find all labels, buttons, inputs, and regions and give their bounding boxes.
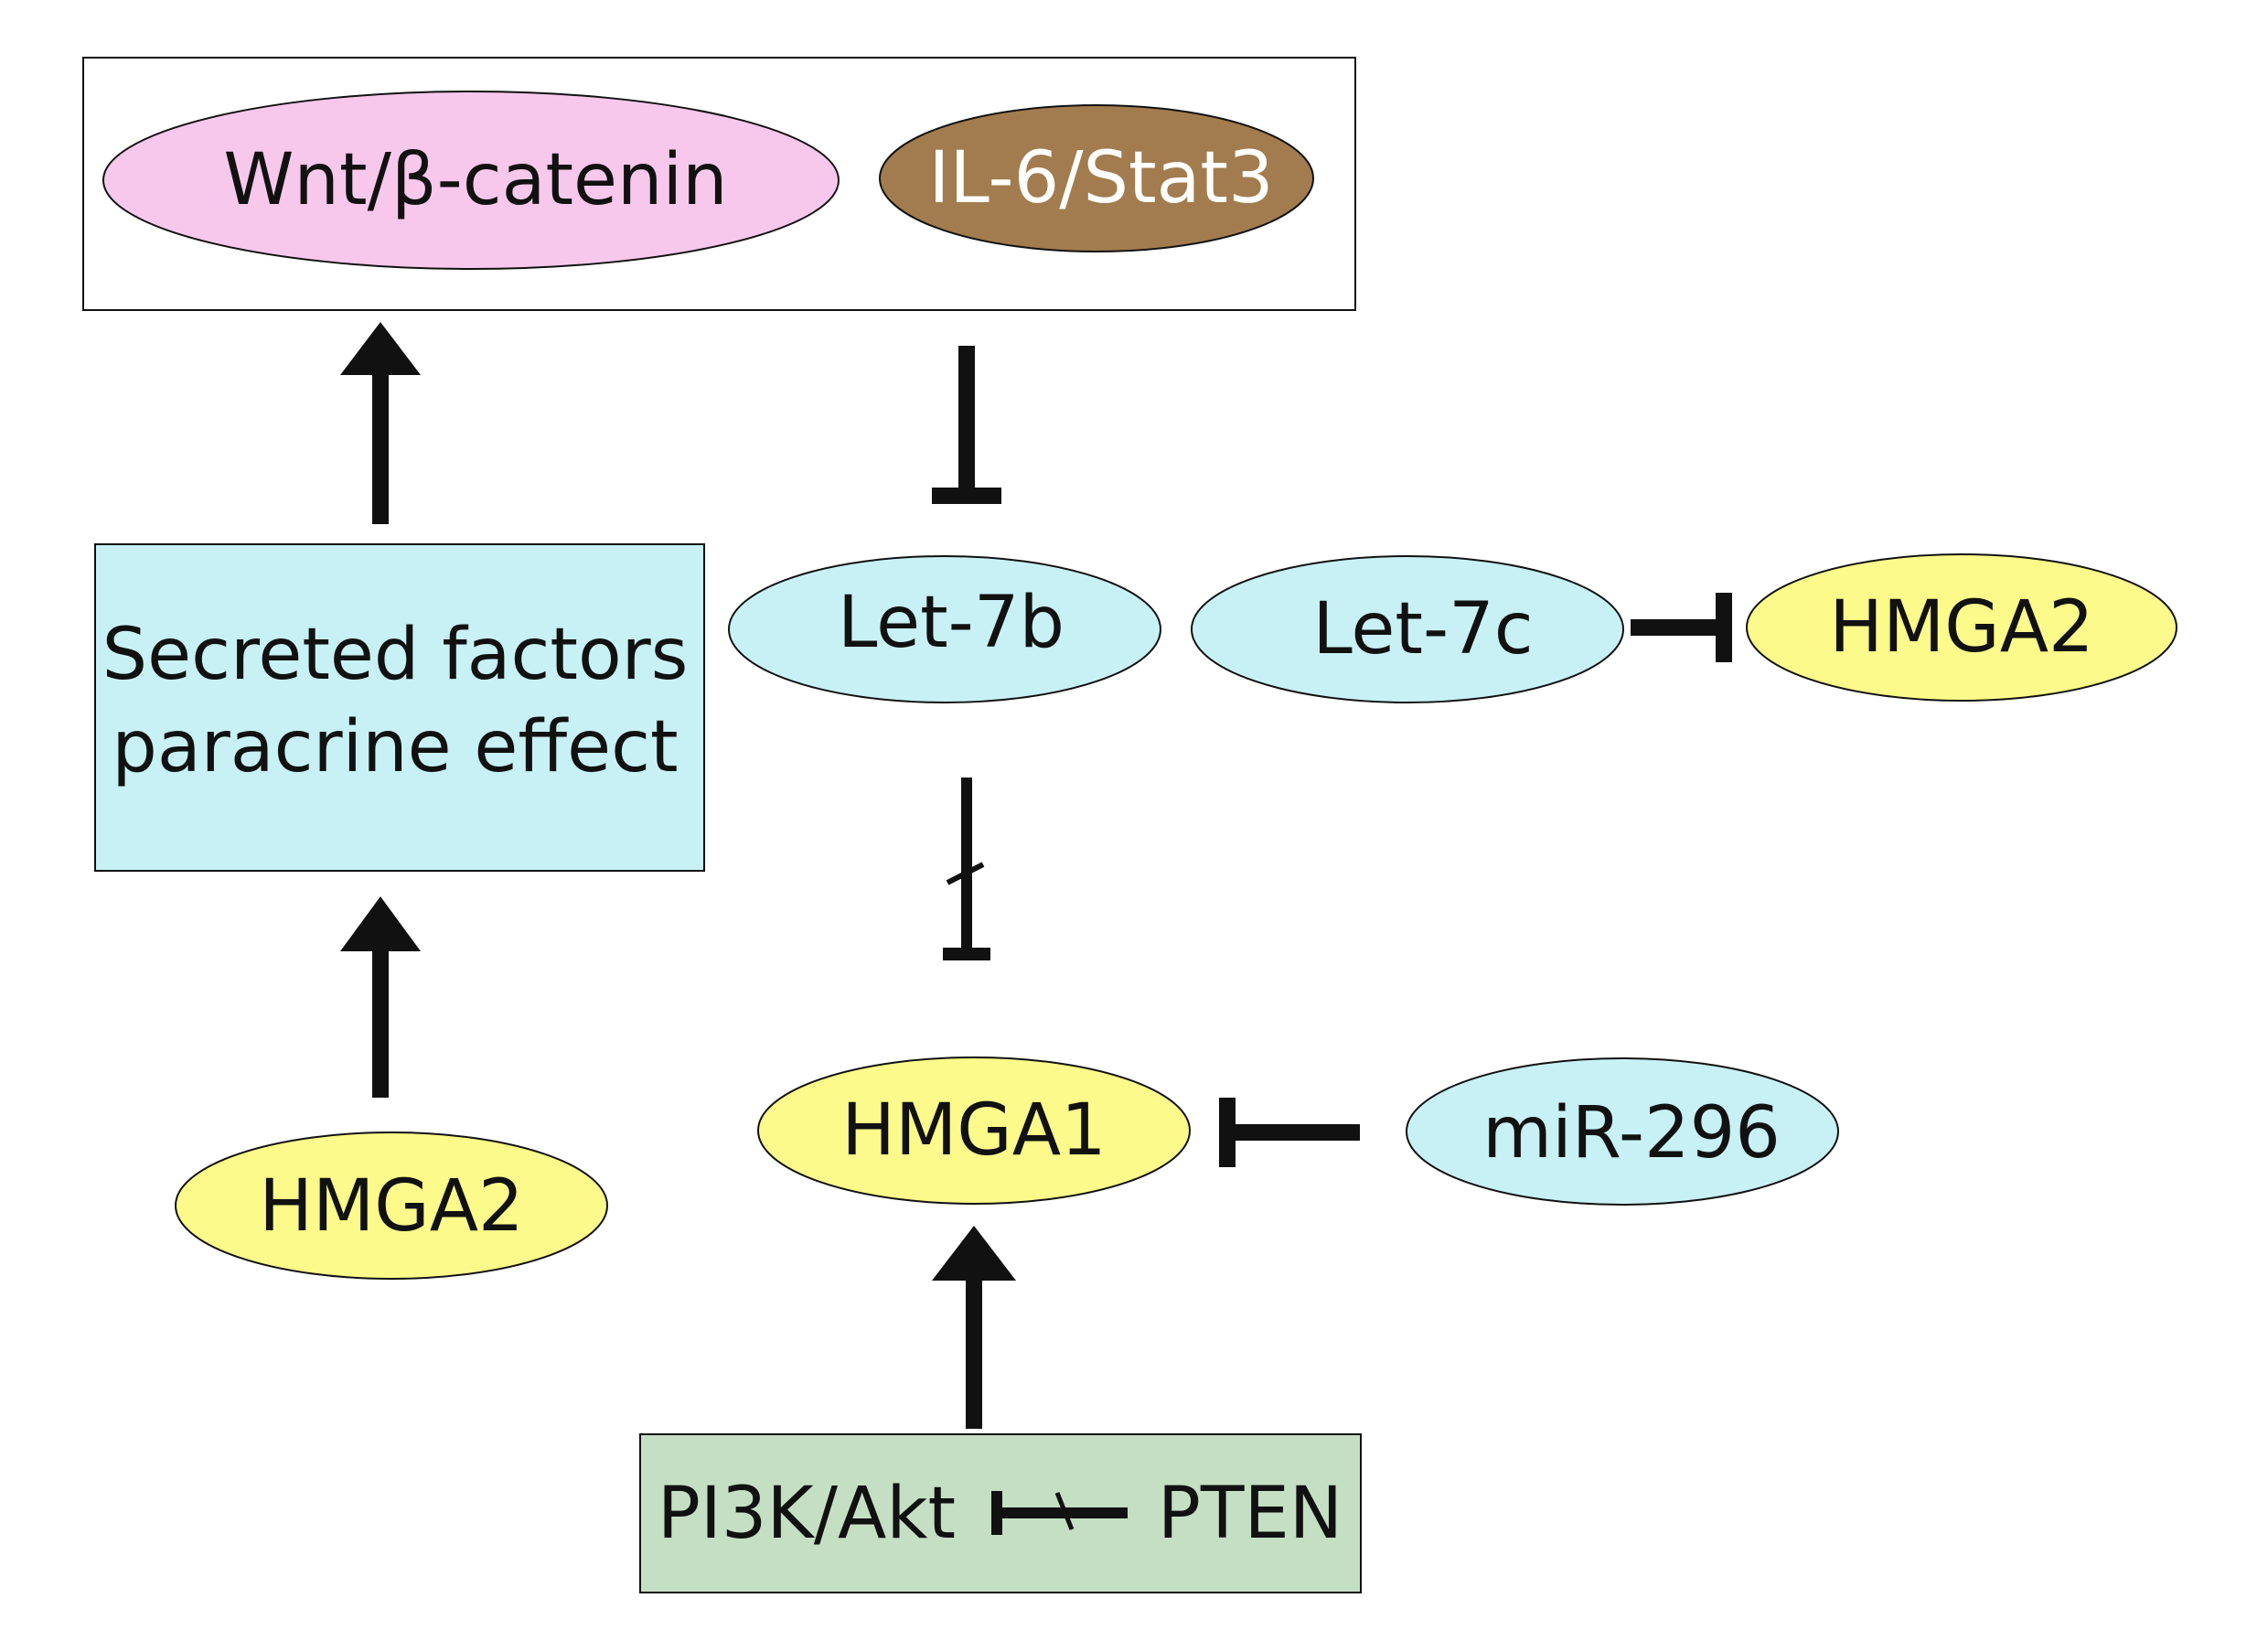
node-hmga2-right: HMGA2 (1746, 553, 2177, 702)
mir296-label: miR-296 (1482, 1092, 1781, 1174)
mir296-inhibits-hmga1-edge (1219, 1098, 1360, 1167)
pten-label: PTEN (1158, 1473, 1343, 1555)
secreted-label-line1: Secreted factors (102, 614, 689, 696)
node-secreted-factors: Secreted factors paracrine effect (94, 543, 705, 872)
top-inhibits-let7b-edge (932, 346, 1001, 504)
hmga1-label: HMGA1 (841, 1089, 1106, 1172)
pi3k-activates-hmga1-edge (932, 1226, 1016, 1429)
hmga2-right-label: HMGA2 (1829, 586, 2093, 669)
node-let7c: Let-7c (1191, 555, 1624, 703)
secreted-box (94, 543, 705, 872)
pten-inhibits-pi3k-edge (991, 1491, 1128, 1535)
node-hmga2-left: HMGA2 (175, 1132, 608, 1280)
il6-label: IL-6/Stat3 (928, 137, 1273, 220)
let7c-inhibits-hmga2-edge (1631, 593, 1732, 662)
il6-ellipse (879, 104, 1314, 252)
hmga2-right-ellipse (1746, 553, 2177, 702)
mir296-ellipse (1406, 1057, 1839, 1206)
node-pi3k-pten: PI3K/Akt PTEN (639, 1433, 1362, 1593)
node-hmga1: HMGA1 (757, 1056, 1191, 1205)
hmga2-activates-secreted-edge (340, 896, 421, 1098)
node-mir296: miR-296 (1406, 1057, 1839, 1206)
let7b-ellipse (728, 555, 1161, 703)
secreted-label-line2: paracrine effect (112, 706, 678, 788)
wnt-label: Wnt/β-catenin (223, 139, 727, 221)
let7b-inhibits-hmga1-edge (943, 778, 990, 960)
let7b-label: Let-7b (838, 582, 1064, 664)
node-il6-stat3: IL-6/Stat3 (879, 104, 1314, 252)
hmga2-left-ellipse (175, 1132, 608, 1280)
node-let7b: Let-7b (728, 555, 1161, 703)
hmga1-ellipse (757, 1056, 1191, 1205)
node-wnt-beta-catenin: Wnt/β-catenin (102, 91, 840, 270)
secreted-activates-top-edge (340, 322, 421, 524)
pi3k-label: PI3K/Akt (658, 1473, 956, 1555)
wnt-ellipse (102, 91, 840, 270)
hmga2-left-label: HMGA2 (259, 1165, 523, 1248)
let7c-ellipse (1191, 555, 1624, 703)
let7c-label: Let-7c (1312, 588, 1533, 670)
